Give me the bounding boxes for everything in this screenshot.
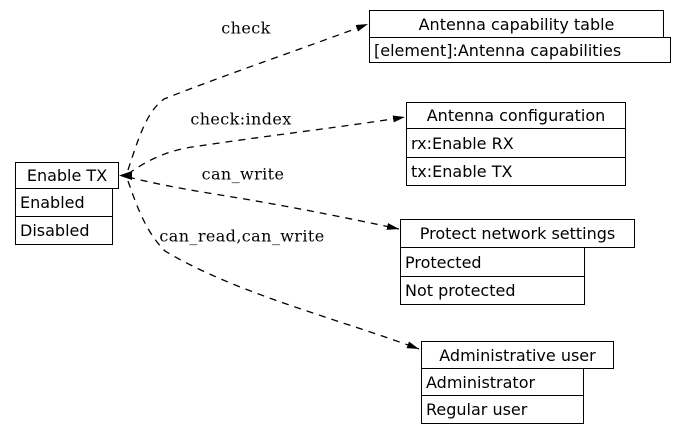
node-antenna-configuration-row: rx:Enable RX bbox=[406, 128, 626, 158]
node-antenna-capability-table-row: [element]:Antenna capabilities bbox=[369, 37, 671, 63]
node-antenna-configuration-header: Antenna configuration bbox=[406, 102, 626, 129]
arrowhead-into-enable-tx bbox=[119, 171, 132, 180]
node-administrative-user-row: Regular user bbox=[421, 395, 584, 424]
node-enable-tx-row: Disabled bbox=[15, 216, 113, 245]
edge-label-can-read-can-write: can_read,can_write bbox=[159, 226, 325, 246]
edge-can-read-can-write bbox=[127, 180, 420, 350]
node-protect-network-settings-row: Not protected bbox=[400, 276, 585, 305]
edge-label-check-index: check:index bbox=[190, 109, 292, 129]
edge-can-write bbox=[127, 176, 400, 230]
node-antenna-configuration-row: tx:Enable TX bbox=[406, 157, 626, 186]
edge-check-index bbox=[127, 115, 406, 175]
edge-label-check: check bbox=[221, 18, 271, 38]
node-administrative-user-header: Administrative user bbox=[421, 341, 614, 369]
node-enable-tx-header: Enable TX bbox=[15, 162, 119, 189]
node-protect-network-settings-row: Protected bbox=[400, 247, 585, 277]
edge-check bbox=[127, 23, 369, 171]
node-protect-network-settings-header: Protect network settings bbox=[400, 219, 635, 248]
node-enable-tx-row: Enabled bbox=[15, 188, 113, 217]
node-administrative-user-row: Administrator bbox=[421, 368, 584, 396]
edge-label-can-write: can_write bbox=[201, 164, 285, 184]
node-antenna-capability-table-header: Antenna capability table bbox=[369, 10, 664, 38]
